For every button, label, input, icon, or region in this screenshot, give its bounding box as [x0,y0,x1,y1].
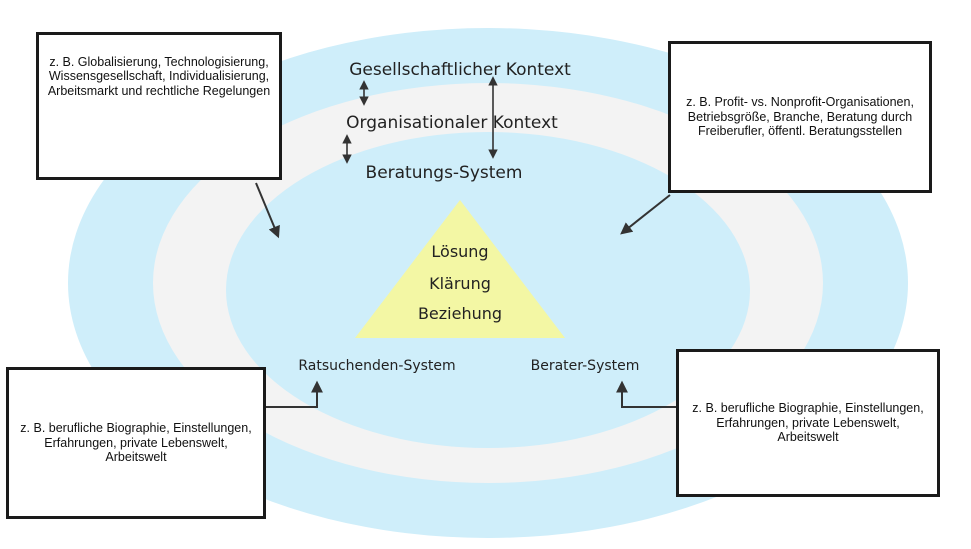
counselor-system-examples-text: z. B. berufliche Biographie, Einstellung… [692,401,924,445]
system-label-counselor: Berater-System [531,358,640,374]
triangle-label-clarification: Klärung [429,274,491,293]
arrow-client-box-to-client-system [266,380,323,408]
layer-label-societal: Gesellschaftlicher Kontext [349,60,571,80]
societal-examples-box: z. B. Globalisierung, Technologisierung,… [36,32,282,180]
layer-label-counseling: Beratungs-System [366,163,523,183]
client-system-examples-box: z. B. berufliche Biographie, Einstellung… [6,367,266,519]
arrow-counselor-box-to-counselor-system [616,380,676,408]
counselor-system-examples-box: z. B. berufliche Biographie, Einstellung… [676,349,940,497]
solution-triangle [355,200,565,338]
organizational-examples-text: z. B. Profit- vs. Nonprofit-Organisation… [686,95,914,139]
triangle-label-solution: Lösung [431,242,488,261]
societal-examples-text: z. B. Globalisierung, Technologisierung,… [47,55,271,98]
arrow-societal-box-to-ring [255,182,280,239]
triangle-label-relationship: Beziehung [418,304,502,323]
layer-label-organizational: Organisationaler Kontext [346,113,558,133]
arrow-organizational-box-to-ring [620,194,671,235]
system-label-client: Ratsuchenden-System [298,358,455,374]
organizational-examples-box: z. B. Profit- vs. Nonprofit-Organisation… [668,41,932,193]
client-system-examples-text: z. B. berufliche Biographie, Einstellung… [20,421,252,465]
